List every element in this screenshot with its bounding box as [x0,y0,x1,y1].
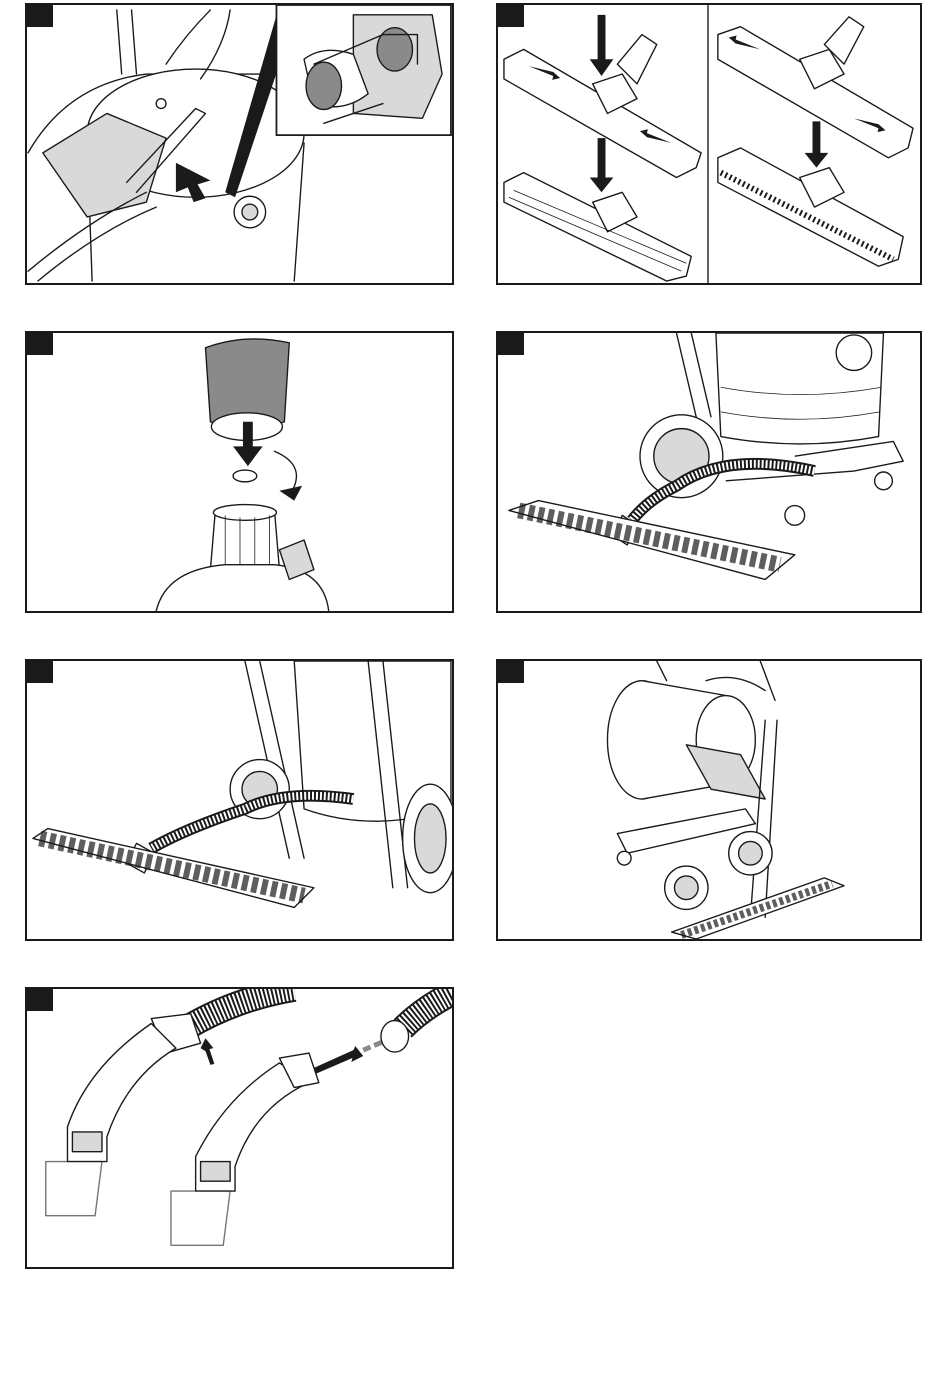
figure-panel-2 [496,3,922,285]
hose-handle-illustration [27,989,452,1267]
figure-number-tag [27,5,53,27]
figure-number-tag [498,661,524,683]
figure-panel-5 [25,659,454,941]
vacuuming-grid-side-illustration [498,333,920,611]
figure-number-tag [27,661,53,683]
cartridge-filter-illustration [27,333,452,611]
vacuuming-grid-front-illustration [27,661,452,939]
figure-panel-6 [496,659,922,941]
figure-number-tag [498,5,524,27]
figure-panel-4 [496,331,922,613]
figure-number-tag [498,333,524,355]
tipping-drum-illustration [498,661,920,939]
figure-number-tag [27,989,53,1011]
figure-panel-1 [25,3,454,285]
filter-bag-illustration [27,5,452,283]
figure-panel-7 [25,987,454,1269]
figure-panel-3 [25,331,454,613]
figure-number-tag [27,333,53,355]
floor-nozzle-illustration [498,5,920,283]
